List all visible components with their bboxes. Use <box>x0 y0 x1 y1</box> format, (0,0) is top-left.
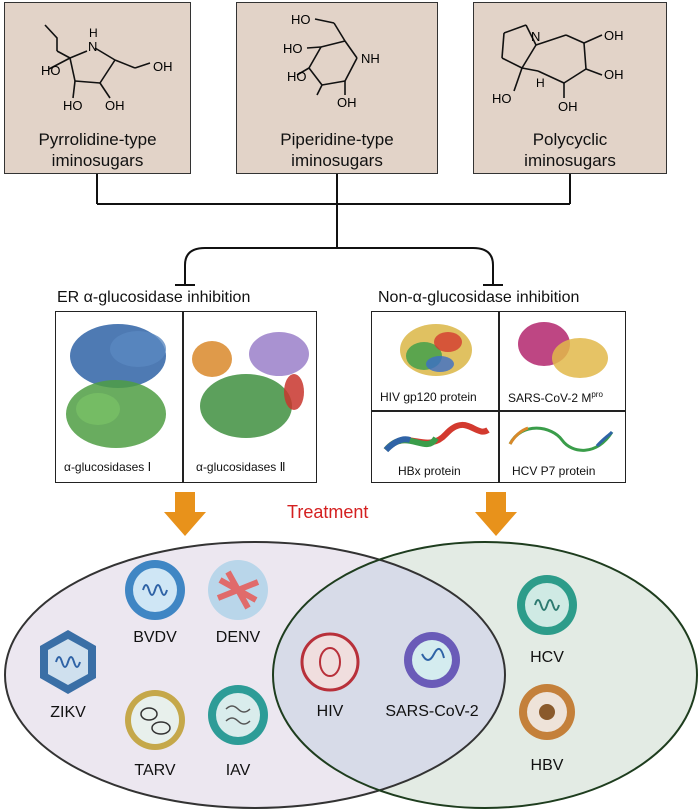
hiv-virus-icon <box>300 632 360 692</box>
polycyclic-label-2: iminosugars <box>524 151 616 170</box>
hbv-virus-icon <box>519 684 575 740</box>
svg-text:HO: HO <box>283 41 303 56</box>
svg-text:HO: HO <box>291 12 311 27</box>
pyrrolidine-label-1: Pyrrolidine-type <box>38 130 157 149</box>
polycyclic-label-1: Polycyclic <box>532 130 608 149</box>
hiv-label: HIV <box>316 703 344 720</box>
piperidine-label-2: iminosugars <box>291 151 383 170</box>
svg-text:N: N <box>88 39 97 54</box>
svg-text:OH: OH <box>558 99 578 114</box>
piperidine-box: HO HO NH HO OH Piperidine-type iminosuga… <box>236 2 438 174</box>
pyrrolidine-label-2: iminosugars <box>51 151 144 170</box>
polycyclic-structure: N OH OH HO H OH <box>492 24 624 114</box>
hcv-label: HCV <box>530 649 564 666</box>
hbv-label: HBV <box>530 757 564 774</box>
gp120-label: HIV gp120 protein <box>380 390 477 404</box>
piperidine-structure: HO HO NH HO OH <box>283 12 380 110</box>
svg-text:H: H <box>89 26 98 40</box>
gp120-structure <box>400 324 472 376</box>
right-section-title: Non-α-glucosidase inhibition <box>378 289 580 306</box>
hcv-p7-structure <box>508 426 614 452</box>
glucosidase-ii-label: α-glucosidases Ⅱ <box>196 460 286 474</box>
svg-text:NH: NH <box>361 51 380 66</box>
svg-text:OH: OH <box>604 28 624 43</box>
iav-label: IAV <box>225 762 251 779</box>
left-section-title: ER α-glucosidase inhibition <box>57 289 251 306</box>
zikv-label: ZIKV <box>50 704 86 721</box>
svg-text:HO: HO <box>63 98 83 113</box>
sars-cov-2-virus-icon <box>404 632 460 688</box>
iav-virus-icon <box>208 685 268 745</box>
svg-text:H: H <box>536 76 545 90</box>
ho-label: HO <box>41 63 61 78</box>
svg-text:OH: OH <box>604 67 624 82</box>
hbx-structure <box>383 421 490 453</box>
non-glucosidase-panel: HIV gp120 protein SARS-CoV-2 Mpro HBx pr… <box>371 311 626 483</box>
svg-text:HO: HO <box>287 69 307 84</box>
denv-virus-icon <box>208 560 268 620</box>
piperidine-label-1: Piperidine-type <box>280 130 394 149</box>
svg-text:OH: OH <box>105 98 125 113</box>
hbx-label: HBx protein <box>398 464 461 478</box>
svg-text:N: N <box>531 29 540 44</box>
tarv-label: TARV <box>134 762 176 779</box>
glucosidase-i-structure <box>66 324 166 448</box>
sars-cov-2-label: SARS-CoV-2 <box>385 703 479 720</box>
pyrrolidine-box: HO OH HO OH H N Pyrrolidine-type iminosu… <box>4 2 191 174</box>
polycyclic-box: N OH OH HO H OH Polycyclic iminosugars <box>473 2 667 174</box>
bvdv-virus-icon <box>125 560 185 620</box>
svg-text:OH: OH <box>337 95 357 110</box>
sars-mpro-label: SARS-CoV-2 Mpro <box>508 390 603 405</box>
tarv-virus-icon <box>125 690 185 750</box>
glucosidase-i-label: α-glucosidases Ⅰ <box>64 460 152 474</box>
denv-label: DENV <box>215 629 261 646</box>
hcv-p7-label: HCV P7 protein <box>512 464 596 478</box>
pyrrolidine-structure: HO OH HO OH H N <box>41 24 173 113</box>
alpha-glucosidase-panel: α-glucosidases Ⅰ α-glucosidases Ⅱ <box>55 311 317 483</box>
svg-text:HO: HO <box>492 91 512 106</box>
svg-text:OH: OH <box>153 59 173 74</box>
zikv-virus-icon <box>40 630 96 694</box>
bvdv-label: BVDV <box>133 629 177 646</box>
treatment-label: Treatment <box>287 502 369 522</box>
hcv-virus-icon <box>517 575 577 635</box>
glucosidase-ii-structure <box>192 332 309 438</box>
sars-mpro-structure <box>518 322 608 378</box>
